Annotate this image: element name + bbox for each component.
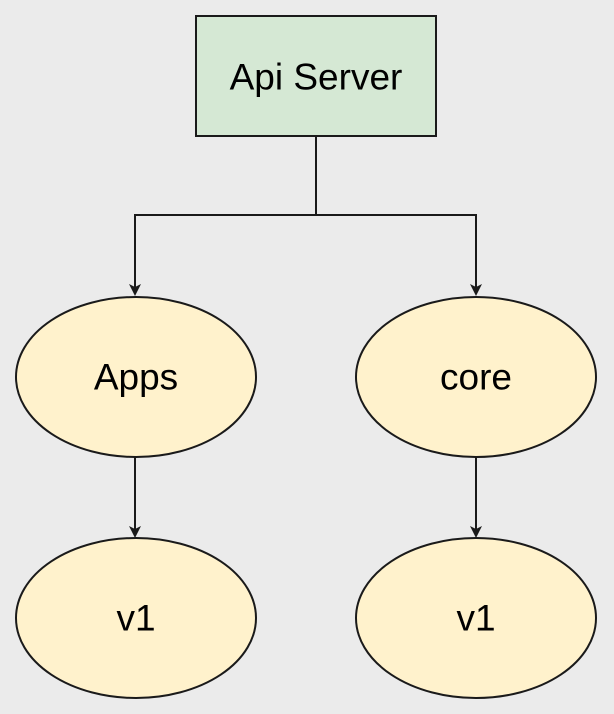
apps-ellipse [15,296,257,458]
core-v1-label: v1 [456,598,495,639]
core-ellipse [355,296,597,458]
api-server-node[interactable]: Api Server [195,15,437,137]
core-v1-node[interactable]: v1 [355,537,597,699]
api-server-box [195,15,437,137]
apps-v1-node[interactable]: v1 [15,537,257,699]
core-node[interactable]: core [355,296,597,458]
core-v1-ellipse [355,537,597,699]
api-server-label: Api Server [230,57,403,98]
apps-node[interactable]: Apps [15,296,257,458]
edge-root-to-apps [129,136,317,296]
apps-v1-ellipse [15,537,257,699]
core-label: core [440,357,512,398]
apps-label: Apps [94,357,178,398]
apps-v1-label: v1 [116,598,155,639]
edge-root-to-core [315,136,482,296]
